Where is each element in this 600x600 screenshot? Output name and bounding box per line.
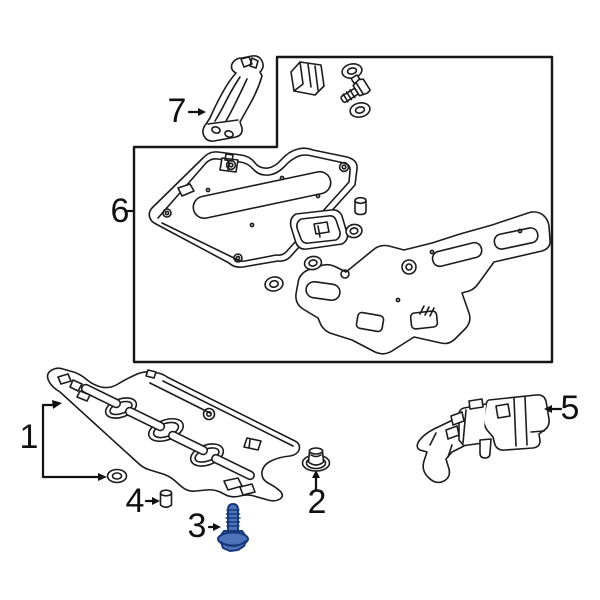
- callout-label-3[interactable]: 3: [187, 507, 207, 545]
- callout-label-7[interactable]: 7: [167, 92, 187, 130]
- part-7-bracket-drawing: [202, 55, 264, 142]
- grommet-icon: [264, 223, 363, 292]
- callout-arrow-3: [207, 523, 221, 531]
- callout-label-6[interactable]: 6: [110, 192, 130, 230]
- callout-label-5[interactable]: 5: [560, 389, 580, 427]
- callout-arrow-1: [41, 400, 107, 481]
- callout-arrows: [41, 108, 563, 531]
- part-4-clip-drawing: [159, 489, 173, 509]
- bushing-drawing: [354, 196, 367, 216]
- callout-arrow-5: [544, 405, 563, 413]
- callout-label-2[interactable]: 2: [307, 483, 327, 521]
- part-3-bolt-highlighted[interactable]: [217, 503, 249, 552]
- callout-arrow-2: [312, 470, 320, 491]
- callout-label-1[interactable]: 1: [19, 418, 39, 456]
- callout-label-4[interactable]: 4: [125, 482, 145, 520]
- grommet-icon: [106, 468, 128, 484]
- washer-icon: [349, 102, 371, 118]
- small-screw-drawing: [340, 74, 372, 104]
- part-1-splash-shield-drawing: [46, 367, 301, 502]
- callout-arrow-4: [144, 497, 160, 505]
- callout-arrow-7: [187, 108, 206, 116]
- part-6-upper-panel-drawing: [148, 147, 358, 268]
- part-6-lower-panel-drawing: [295, 211, 551, 355]
- clip-drawing: [290, 61, 325, 96]
- part-5-bracket-drawing: [416, 394, 550, 484]
- part-2-nut-drawing: [301, 447, 331, 472]
